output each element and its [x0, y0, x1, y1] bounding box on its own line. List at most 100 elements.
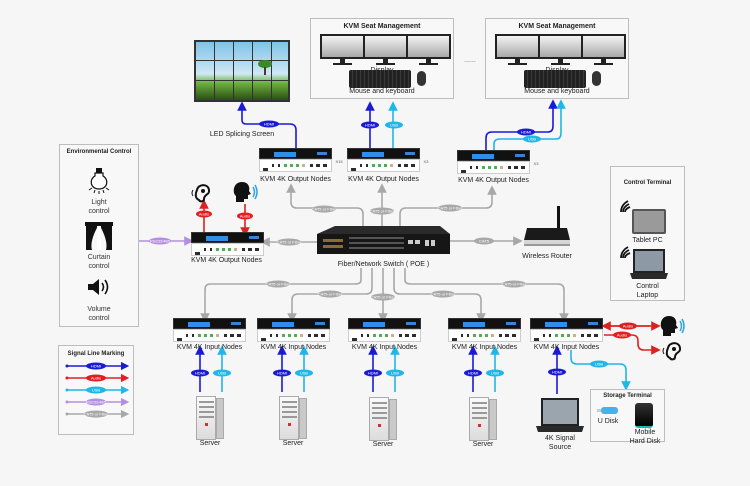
- device-display: [274, 152, 296, 157]
- port: [195, 252, 200, 255]
- output-node-label: KVM 4K Output Nodes: [458, 177, 529, 184]
- port: [534, 338, 539, 341]
- port: [310, 164, 313, 167]
- server-front: [469, 397, 489, 441]
- port: [177, 338, 182, 341]
- svg-text:USB: USB: [300, 371, 309, 376]
- port: [302, 164, 305, 167]
- device-logo: [231, 322, 241, 325]
- usb-connector: [597, 409, 601, 412]
- environmental-control-box: Environmental Control Light control Curt…: [59, 144, 139, 327]
- keyboard-icon: [349, 70, 411, 88]
- port: [204, 248, 206, 251]
- hdmi-link: [485, 99, 558, 150]
- seat-management-title: KVM Seat Management: [518, 23, 596, 30]
- device-logo: [506, 322, 516, 325]
- port: [461, 170, 466, 173]
- port: [594, 334, 598, 337]
- svg-text:USB: USB: [528, 137, 537, 142]
- kvm-input-node: [448, 318, 521, 342]
- switch-label: Fiber/Network Switch ( POE ): [337, 261, 430, 268]
- kvm-output-node: [347, 148, 420, 172]
- legend-pill: [84, 410, 108, 418]
- audio-label: Audio: [196, 210, 212, 218]
- seat-management-title: KVM Seat Management: [343, 23, 421, 30]
- cat-label: CAT5 or Fiber: [266, 280, 291, 288]
- port: [261, 338, 266, 341]
- environmental-control-title: Environmental Control: [66, 149, 132, 155]
- svg-text:HDMI: HDMI: [552, 370, 562, 375]
- hdmi-label: HDMI: [191, 369, 209, 377]
- device-logo: [515, 154, 525, 157]
- mouse-keyboard-label: Mouse and keyboard: [349, 88, 415, 95]
- svg-text:CAT5 or Fiber: CAT5 or Fiber: [277, 240, 302, 245]
- device-display: [545, 322, 567, 327]
- hdmi-label: HDMI: [464, 369, 482, 377]
- svg-text:HDMI: HDMI: [468, 371, 478, 376]
- device-ports: [257, 329, 330, 342]
- monitor-icon: [320, 34, 365, 66]
- control-terminal-box: Control Terminal Tablet PC Control Lapto…: [610, 166, 685, 301]
- svg-text:Audio: Audio: [240, 214, 251, 219]
- storage-terminal-title: Storage Terminal: [603, 393, 652, 399]
- device-logo: [405, 152, 415, 155]
- port: [499, 334, 502, 337]
- port: [379, 334, 382, 337]
- port: [494, 166, 497, 169]
- output-node-label: KVM 4K Output Nodes: [191, 257, 262, 264]
- kvm-input-node: [257, 318, 330, 342]
- control-terminal-title: Control Terminal: [623, 180, 672, 186]
- legend-pill: [86, 374, 106, 382]
- device-display: [362, 152, 384, 157]
- cat-label: CAT5 or Fiber: [371, 293, 396, 301]
- server-side: [489, 399, 497, 440]
- svg-text:Audio: Audio: [623, 324, 634, 329]
- output-node-multiplier: X3: [533, 161, 539, 166]
- port: [561, 334, 564, 337]
- led-splicing-screen: [194, 40, 290, 102]
- device-display: [188, 322, 210, 327]
- device-display: [472, 154, 494, 159]
- device-ports: [348, 329, 421, 342]
- light-bulb-icon: [88, 168, 110, 194]
- port: [467, 334, 469, 337]
- port: [282, 334, 285, 337]
- ear-icon: [191, 184, 211, 203]
- server-label: Server: [472, 441, 494, 448]
- svg-text:CAT5 or Fiber: CAT5 or Fiber: [431, 292, 456, 297]
- port: [210, 334, 213, 337]
- port: [543, 334, 545, 337]
- output-node-label: KVM 4K Output Nodes: [348, 176, 419, 183]
- port: [367, 334, 369, 337]
- port: [284, 164, 287, 167]
- port: [573, 334, 576, 337]
- device-panel: [457, 150, 530, 161]
- svg-text:RS232/485: RS232/485: [150, 239, 171, 244]
- cat-label: CAT5 or Fiber: [312, 205, 337, 213]
- port: [308, 334, 311, 337]
- port: [186, 334, 188, 337]
- port: [224, 334, 227, 337]
- port: [242, 248, 245, 251]
- svg-text:HDMI: HDMI: [365, 123, 375, 128]
- port: [587, 334, 591, 337]
- output-node-multiplier: X3: [423, 159, 429, 164]
- legend-label-rs232: RS232/485: [86, 400, 107, 405]
- port: [294, 334, 297, 337]
- device-panel: [448, 318, 521, 329]
- legend-title: Signal Line Marking: [67, 351, 125, 357]
- light-control-label: Light control: [88, 199, 110, 215]
- device-ports: [530, 329, 603, 342]
- device-display: [463, 322, 485, 327]
- svg-text:USB: USB: [390, 123, 399, 128]
- port: [488, 166, 491, 169]
- router-label: Wireless Router: [522, 253, 572, 260]
- svg-text:USB: USB: [218, 371, 227, 376]
- port: [352, 338, 357, 341]
- curtain-control-label: Curtain control: [87, 254, 111, 270]
- legend-pill: [86, 362, 106, 370]
- port: [521, 166, 525, 169]
- device-logo: [315, 322, 325, 325]
- cat-label: CAT5 or Fiber: [502, 280, 527, 288]
